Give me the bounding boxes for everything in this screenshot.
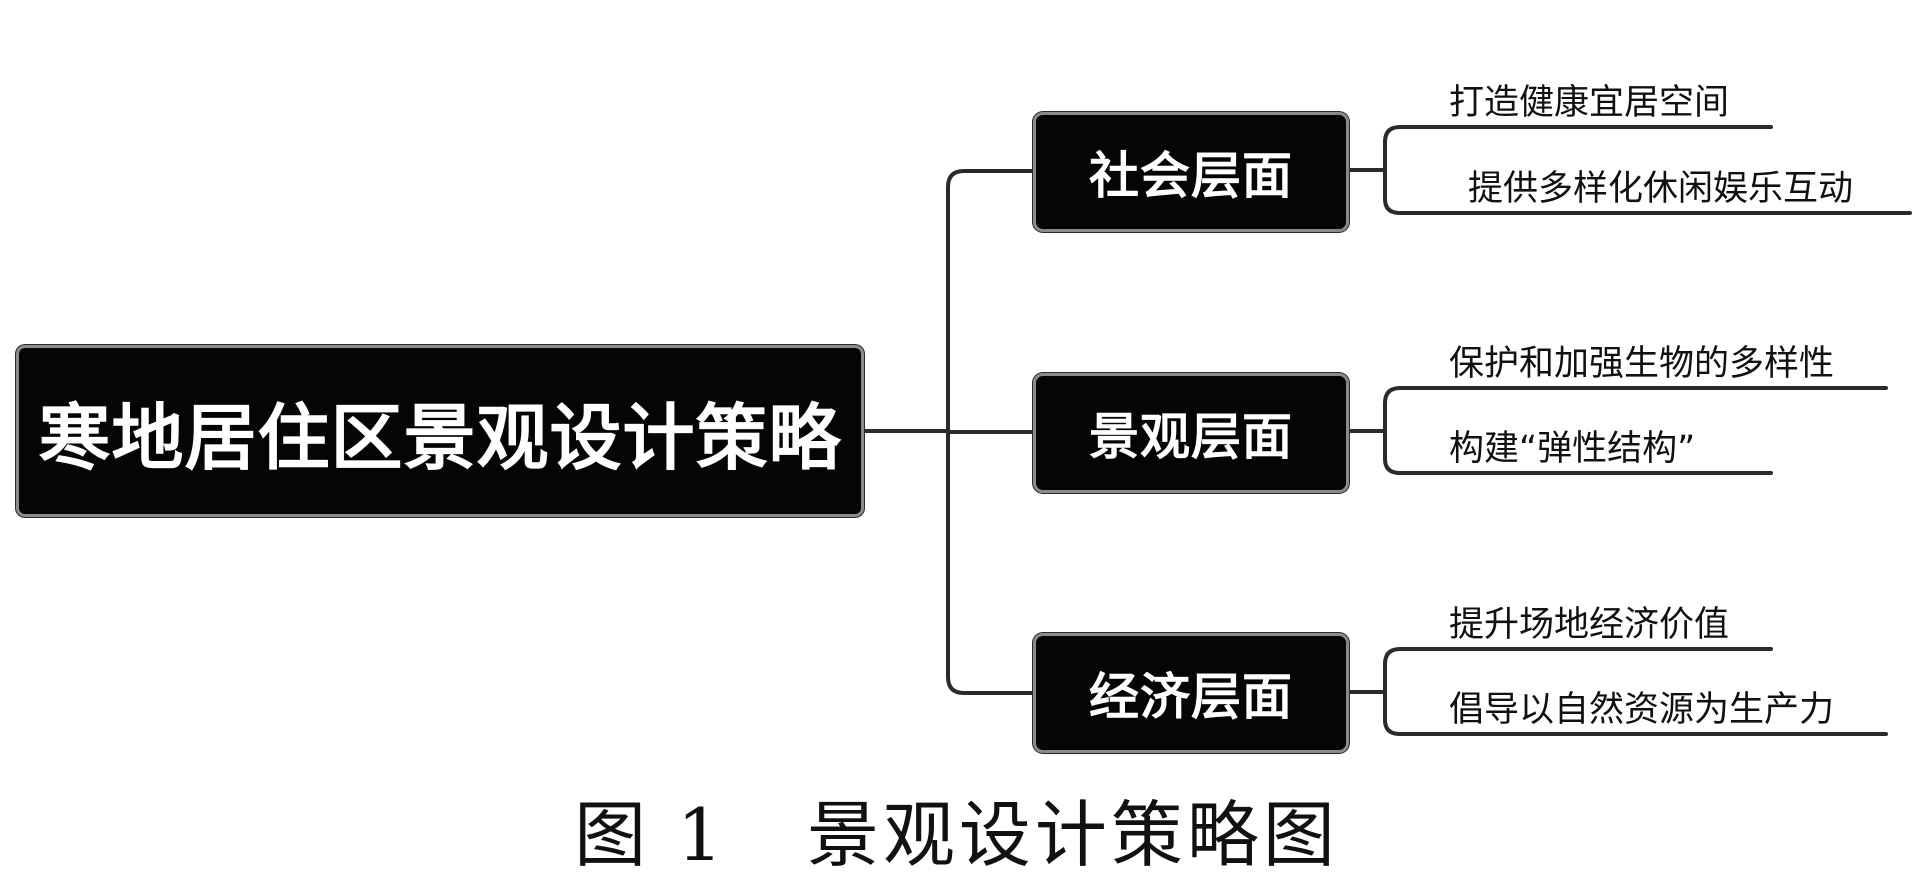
leaf-economic-1: 提升场地经济价值 — [1449, 605, 1730, 645]
leaf-landscape-1: 保护和加强生物的多样性 — [1449, 344, 1835, 384]
economic-leaf-bracket — [1383, 647, 1888, 736]
branch-node-social: 社会层面 — [1033, 112, 1349, 232]
figure-title: 景观设计策略图 — [806, 792, 1339, 877]
social-leaf-bracket — [1383, 125, 1912, 215]
leaf-economic-2: 倡导以自然资源为生产力 — [1449, 690, 1835, 730]
landscape-leaf-bracket — [1383, 386, 1888, 475]
branch-node-landscape: 景观层面 — [1033, 373, 1349, 493]
leaf-social-1: 打造健康宜居空间 — [1449, 83, 1730, 123]
leaf-landscape-2: 构建“弹性结构” — [1449, 429, 1696, 469]
leaf-social-2: 提供多样化休闲娱乐互动 — [1468, 169, 1854, 209]
root-node: 寒地居住区景观设计策略 — [16, 345, 864, 517]
branch-node-economic: 经济层面 — [1033, 633, 1349, 753]
figure-caption: 图 1 景观设计策略图 — [0, 778, 1913, 878]
figure-label: 图 1 — [574, 792, 727, 877]
